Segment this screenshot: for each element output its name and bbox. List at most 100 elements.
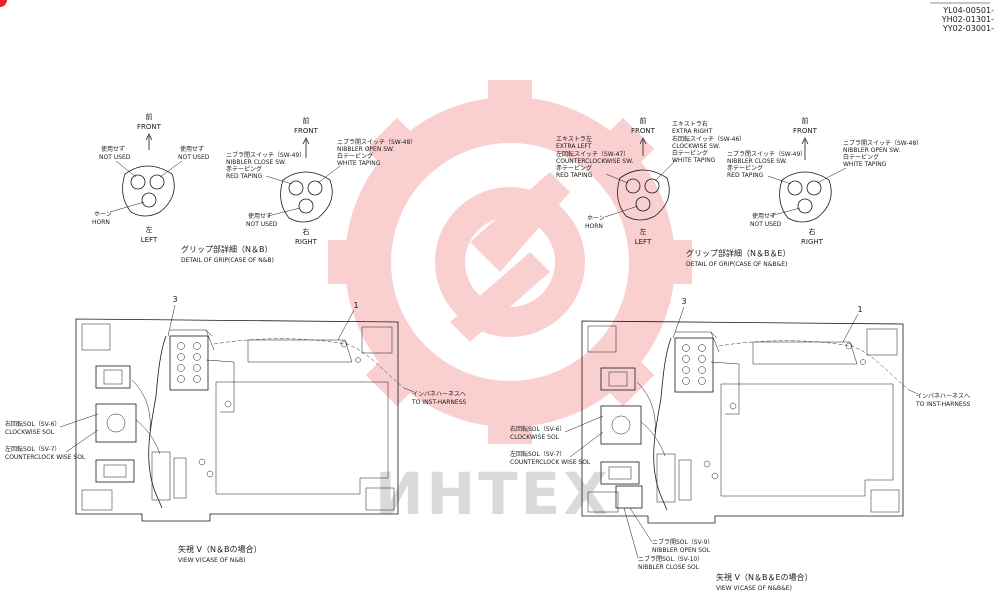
caption-view-nbe-jp: 矢視 V（N＆B＆Eの場合） [716,572,813,582]
svg-text:HORN: HORN [92,219,110,226]
view-v-nbe: 3 1 インパネハーネスへ TO INST-HARNESS 右回転SOL（SV-… [510,297,971,592]
svg-text:NOT USED: NOT USED [99,154,131,161]
svg-text:前: 前 [802,116,809,125]
inner-panel [720,383,894,497]
view-v-nb: 3 1 インパネハーネスへ TO INST-HARNESS 右回転SOL（SV-… [5,295,467,564]
svg-text:ニブラ開スイッチ（SW-48）: ニブラ開スイッチ（SW-48） [337,138,416,146]
svg-text:HORN: HORN [585,223,603,230]
svg-text:NOT USED: NOT USED [246,221,278,228]
svg-text:FRONT: FRONT [631,127,656,135]
svg-text:前: 前 [146,112,153,121]
switch-button [130,174,146,190]
svg-text:使用せず: 使用せず [248,212,272,220]
switch-button [149,174,165,190]
svg-text:RIGHT: RIGHT [295,238,318,246]
cutout [361,326,393,354]
svg-text:WHITE TAPING: WHITE TAPING [843,161,887,168]
svg-text:ホーン: ホーン [587,215,605,222]
switch-button [787,180,803,196]
grip-detail-nb-right: 前 FRONT ニブラ閉スイッチ（SW-49） NIBBLER CLOSE SW… [226,116,416,246]
grip-outline [280,171,333,223]
svg-text:COUNTERCLOCK WISE SOL: COUNTERCLOCK WISE SOL [5,454,86,461]
svg-text:NOT USED: NOT USED [178,154,210,161]
svg-text:WHITE TAPING: WHITE TAPING [672,157,716,164]
svg-text:左回転スイッチ（SW-47）: 左回転スイッチ（SW-47） [556,150,629,158]
grip-detail-nbe-right: 前 FRONT ニブラ閉スイッチ（SW-49） NIBBLER CLOSE SW… [727,116,922,246]
harness-wire [148,335,167,509]
svg-text:白テーピング: 白テーピング [337,152,373,160]
caption-view-nb-jp: 矢視 V（N＆Bの場合） [178,544,262,554]
caption-grip-nbe-jp: グリップ部詳細（N＆B＆E） [686,248,791,258]
grip-outline [779,171,832,223]
callout-1: 1 [857,305,862,314]
cutout [81,489,113,511]
front-arrow-icon [302,137,310,158]
front-arrow-icon [639,137,647,156]
switch-button [644,178,660,194]
svg-text:赤テーピング: 赤テーピング [556,164,592,172]
doc-code-1: YL04-00501- [942,6,994,15]
svg-text:使用せず: 使用せず [180,145,204,153]
svg-text:EXTRA RIGHT: EXTRA RIGHT [672,128,712,135]
corner-mark [0,0,7,7]
document-codes: YL04-00501- YH02-01301- YY02-03001- [941,6,994,33]
svg-text:NIBBLER OPEN SOL: NIBBLER OPEN SOL [652,547,711,554]
connector [173,457,187,499]
svg-text:NIBBLER OPEN SW.: NIBBLER OPEN SW. [337,146,394,153]
valve-body [95,365,131,389]
svg-text:RED TAPING: RED TAPING [226,173,263,180]
svg-text:ニブラ閉スイッチ（SW-49）: ニブラ閉スイッチ（SW-49） [727,150,806,158]
cutout [870,489,900,513]
bracket [247,339,353,363]
switch-button [298,198,314,214]
svg-text:右回転スイッチ（SW-46）: 右回転スイッチ（SW-46） [672,135,745,143]
callout-1: 1 [353,301,358,310]
caption-grip-nb-jp: グリップ部詳細（N＆B） [181,244,272,254]
svg-text:使用せず: 使用せず [752,212,776,220]
svg-text:EXTRA LEFT: EXTRA LEFT [556,143,592,150]
svg-text:ホーン: ホーン [94,211,112,218]
front-arrow-icon [801,137,809,160]
svg-text:FRONT: FRONT [137,123,162,131]
grip-outline [617,169,670,221]
valve-body [95,459,135,483]
switch-button [635,196,651,212]
svg-text:前: 前 [303,116,310,125]
svg-text:RIGHT: RIGHT [801,238,824,246]
svg-text:ニブラ開SOL（SV-9）: ニブラ開SOL（SV-9） [652,538,713,546]
caption-view-nb-en: VIEW V(CASE OF N&B) [178,557,245,564]
valve-body [600,461,640,485]
svg-text:前: 前 [640,116,647,125]
svg-text:使用せず: 使用せず [101,145,125,153]
cutout [866,328,898,356]
switch-button [307,180,323,196]
svg-text:NIBBLER OPEN SW.: NIBBLER OPEN SW. [843,147,900,154]
svg-text:TO INST-HARNESS: TO INST-HARNESS [915,401,971,408]
svg-text:右回転SOL（SV-6）: 右回転SOL（SV-6） [510,425,565,433]
switch-button [625,178,641,194]
svg-text:右回転SOL（SV-6）: 右回転SOL（SV-6） [5,420,60,428]
base-plate-outline [581,320,904,524]
svg-text:LEFT: LEFT [635,238,652,246]
svg-text:CLOCKWISE SOL: CLOCKWISE SOL [5,429,55,436]
svg-text:NIBBLER CLOSE SW.: NIBBLER CLOSE SW. [727,158,787,165]
svg-text:左: 左 [146,225,153,234]
cutout [587,325,617,353]
svg-text:インパネハーネスへ: インパネハーネスへ [916,393,970,400]
front-arrow-icon [145,133,153,150]
svg-text:CLOCKWISE SW.: CLOCKWISE SW. [672,143,720,150]
callout-3: 3 [172,295,177,304]
cutout [365,487,395,511]
bracket [752,341,858,365]
caption-grip-nbe-en: DETAIL OF GRIP(CASE OF N&B&E) [686,261,787,268]
callout-3: 3 [681,297,686,306]
watermark-text: ИНТЕХ [375,460,611,528]
caption-grip-nb-en: DETAIL OF GRIP(CASE OF N&B) [181,257,274,264]
switch-button [806,180,822,196]
switch-button [797,198,813,214]
relay-block [169,335,209,391]
grip-outline [122,165,175,217]
watermark-gear-logo [328,80,692,444]
harness-wire [653,337,672,511]
